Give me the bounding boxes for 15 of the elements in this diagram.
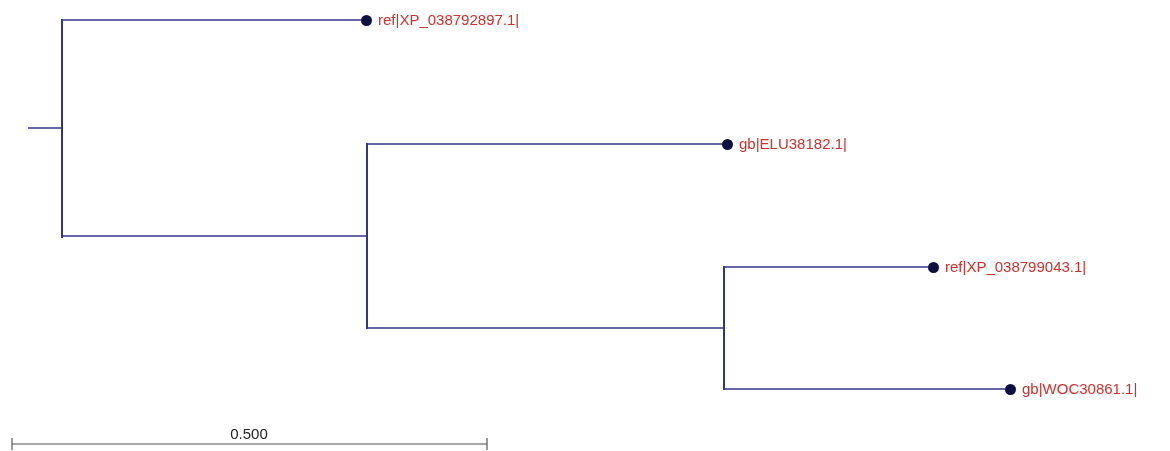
branch-line [724,266,929,268]
leaf-label: gb|ELU38182.1| [739,135,847,153]
branch-line [724,388,1006,390]
leaf-label: ref|XP_038799043.1| [945,258,1087,276]
branch-point-line [366,143,368,329]
branch-line [62,19,362,21]
leaf-label: ref|XP_038792897.1| [378,11,520,29]
branch-line [367,327,724,329]
leaf-label: gb|WOC30861.1| [1022,380,1138,398]
branch-line [62,235,367,237]
scale-label: 0.500 [229,425,269,442]
branch-point-line [723,266,725,390]
branch-line [367,143,723,145]
branch-line [27,127,62,129]
branch-point-line [61,19,63,238]
